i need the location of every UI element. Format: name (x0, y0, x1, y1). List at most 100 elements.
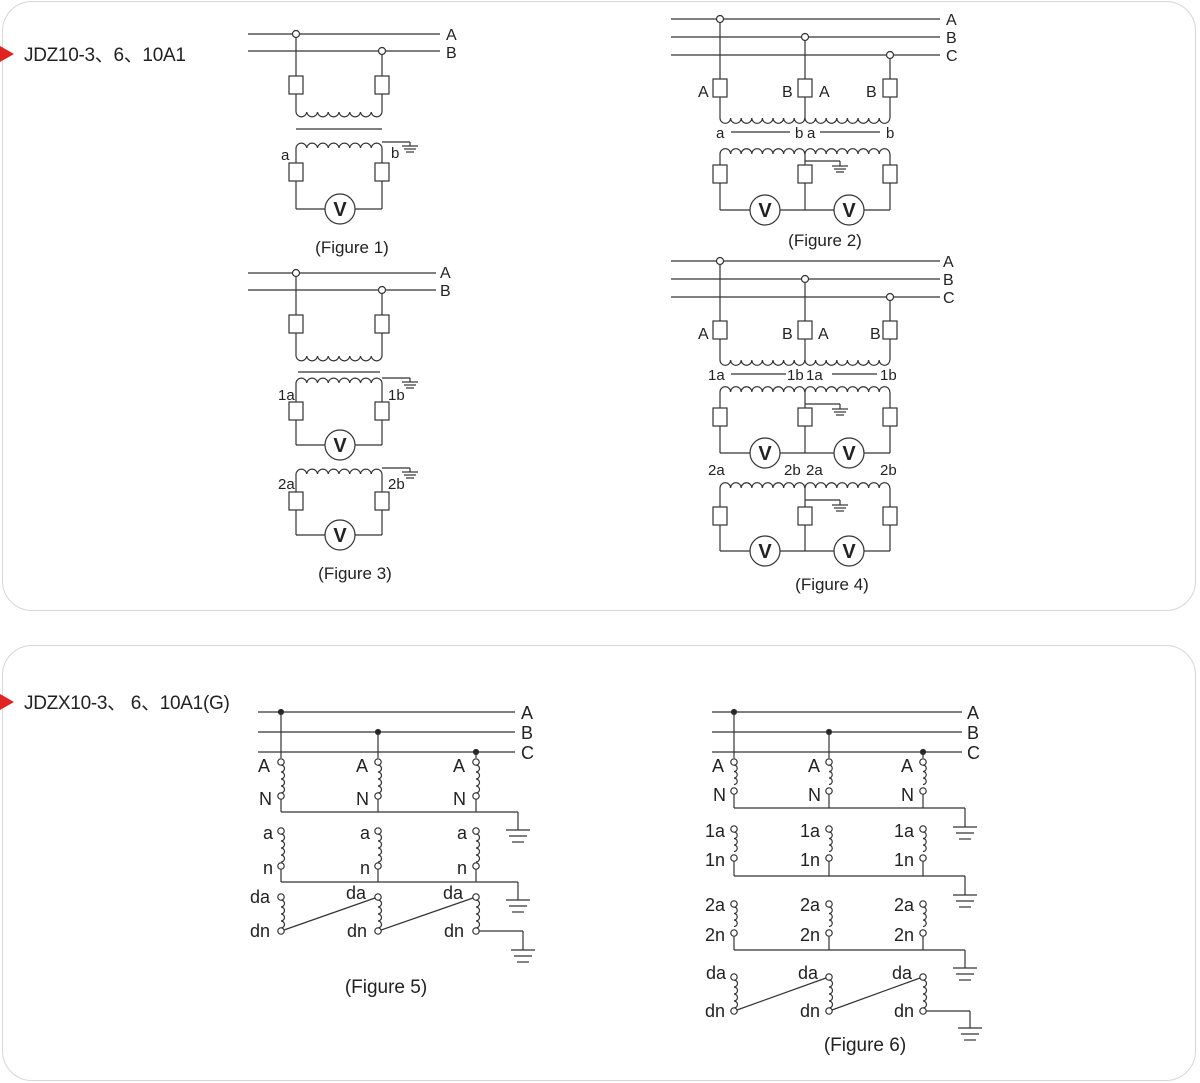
svg-text:2a: 2a (278, 476, 295, 493)
voltmeter-icon: V (333, 525, 347, 547)
svg-text:B: B (782, 326, 793, 343)
svg-text:N: N (453, 789, 466, 809)
svg-text:2n: 2n (894, 925, 914, 945)
svg-text:A: A (698, 84, 709, 101)
svg-text:1n: 1n (705, 850, 725, 870)
svg-text:B: B (870, 326, 881, 343)
red-arrow-icon (0, 693, 14, 710)
svg-text:B: B (521, 723, 533, 743)
voltmeter-icon: V (333, 199, 347, 221)
svg-text:da: da (250, 887, 271, 907)
figure-4: A B C A B A B 1a 1b 1a 1b (671, 254, 955, 594)
svg-text:n: n (360, 858, 370, 878)
svg-text:a: a (360, 823, 371, 843)
panel-jdzx10 (2, 645, 1196, 1081)
svg-text:1a: 1a (705, 821, 726, 841)
svg-text:1a: 1a (278, 387, 295, 404)
svg-text:1a: 1a (708, 367, 725, 384)
svg-text:N: N (808, 785, 821, 805)
svg-text:N: N (713, 785, 726, 805)
svg-text:1b: 1b (787, 367, 804, 384)
svg-text:1a: 1a (894, 821, 915, 841)
voltmeter-icon: V (758, 200, 772, 222)
svg-text:a: a (457, 823, 468, 843)
svg-text:da: da (346, 883, 367, 903)
svg-text:2a: 2a (800, 895, 821, 915)
svg-text:B: B (967, 723, 979, 743)
svg-text:dn: dn (800, 1001, 820, 1021)
svg-text:A: A (901, 756, 913, 776)
svg-text:dn: dn (347, 921, 367, 941)
bus-label-b: B (446, 45, 457, 62)
section-title-text: JDZ10-3、6、10A1 (24, 45, 186, 66)
svg-text:2b: 2b (388, 476, 405, 493)
svg-text:1b: 1b (880, 367, 897, 384)
svg-text:a: a (716, 125, 725, 142)
svg-text:2n: 2n (800, 925, 820, 945)
voltmeter-icon: V (333, 435, 347, 457)
svg-text:A: A (712, 756, 724, 776)
figure-3: A B 1a 1b V 2a 2b (248, 265, 451, 583)
svg-text:B: B (946, 30, 957, 47)
svg-text:A: A (698, 326, 709, 343)
voltmeter-icon: V (758, 541, 772, 563)
svg-text:B: B (866, 84, 877, 101)
figure-4-caption: (Figure 4) (795, 575, 869, 594)
voltmeter-icon: V (758, 443, 772, 465)
svg-text:1b: 1b (388, 387, 405, 404)
svg-text:A: A (943, 254, 954, 271)
svg-text:N: N (901, 785, 914, 805)
svg-text:2a: 2a (708, 462, 725, 479)
red-arrow-icon (0, 45, 14, 62)
voltmeter-icon: V (842, 443, 856, 465)
svg-text:1n: 1n (894, 850, 914, 870)
svg-text:b: b (795, 125, 803, 142)
svg-text:A: A (819, 84, 830, 101)
svg-text:A: A (967, 703, 979, 723)
svg-text:A: A (258, 756, 270, 776)
svg-text:A: A (818, 326, 829, 343)
svg-text:2a: 2a (894, 895, 915, 915)
svg-text:1a: 1a (800, 821, 821, 841)
figure-5: A B C A A A N N N a a a n n n da da da d… (250, 703, 535, 998)
svg-text:dn: dn (894, 1001, 914, 1021)
voltmeter-icon: V (842, 541, 856, 563)
svg-text:A: A (808, 756, 820, 776)
figure-6-caption: (Figure 6) (824, 1035, 906, 1056)
section-title-jdz10: JDZ10-3、6、10A1 (0, 40, 186, 67)
svg-text:1n: 1n (800, 850, 820, 870)
svg-text:A: A (946, 12, 957, 29)
section-title-text: JDZX10-3、 6、10A1(G) (24, 693, 230, 714)
svg-text:2b: 2b (784, 462, 801, 479)
figure-6: A B C A A A N N N 1a 1a 1a 1n 1n 1n 2a 2… (705, 703, 982, 1056)
section-title-jdzx10: JDZX10-3、 6、10A1(G) (0, 688, 230, 715)
svg-text:n: n (263, 858, 273, 878)
svg-text:a: a (263, 823, 274, 843)
svg-text:C: C (946, 48, 958, 65)
svg-text:1a: 1a (806, 367, 823, 384)
figure-1-caption: (Figure 1) (315, 238, 389, 257)
svg-text:A: A (453, 756, 465, 776)
figure-5-caption: (Figure 5) (345, 977, 427, 998)
svg-text:A: A (356, 756, 368, 776)
svg-text:n: n (457, 858, 467, 878)
svg-text:da: da (443, 883, 464, 903)
svg-text:dn: dn (250, 921, 270, 941)
svg-text:N: N (259, 789, 272, 809)
svg-text:dn: dn (444, 921, 464, 941)
svg-text:2b: 2b (880, 462, 897, 479)
svg-text:da: da (798, 963, 819, 983)
svg-text:2a: 2a (806, 462, 823, 479)
svg-text:da: da (706, 963, 727, 983)
svg-text:C: C (943, 290, 955, 307)
svg-text:dn: dn (705, 1001, 725, 1021)
svg-text:A: A (440, 265, 451, 282)
svg-text:C: C (967, 743, 980, 763)
figure-2: A B C A B A B a b a b (671, 12, 958, 250)
svg-text:N: N (356, 789, 369, 809)
svg-text:B: B (440, 283, 451, 300)
svg-text:b: b (391, 145, 399, 162)
svg-text:B: B (943, 272, 954, 289)
svg-text:B: B (782, 84, 793, 101)
